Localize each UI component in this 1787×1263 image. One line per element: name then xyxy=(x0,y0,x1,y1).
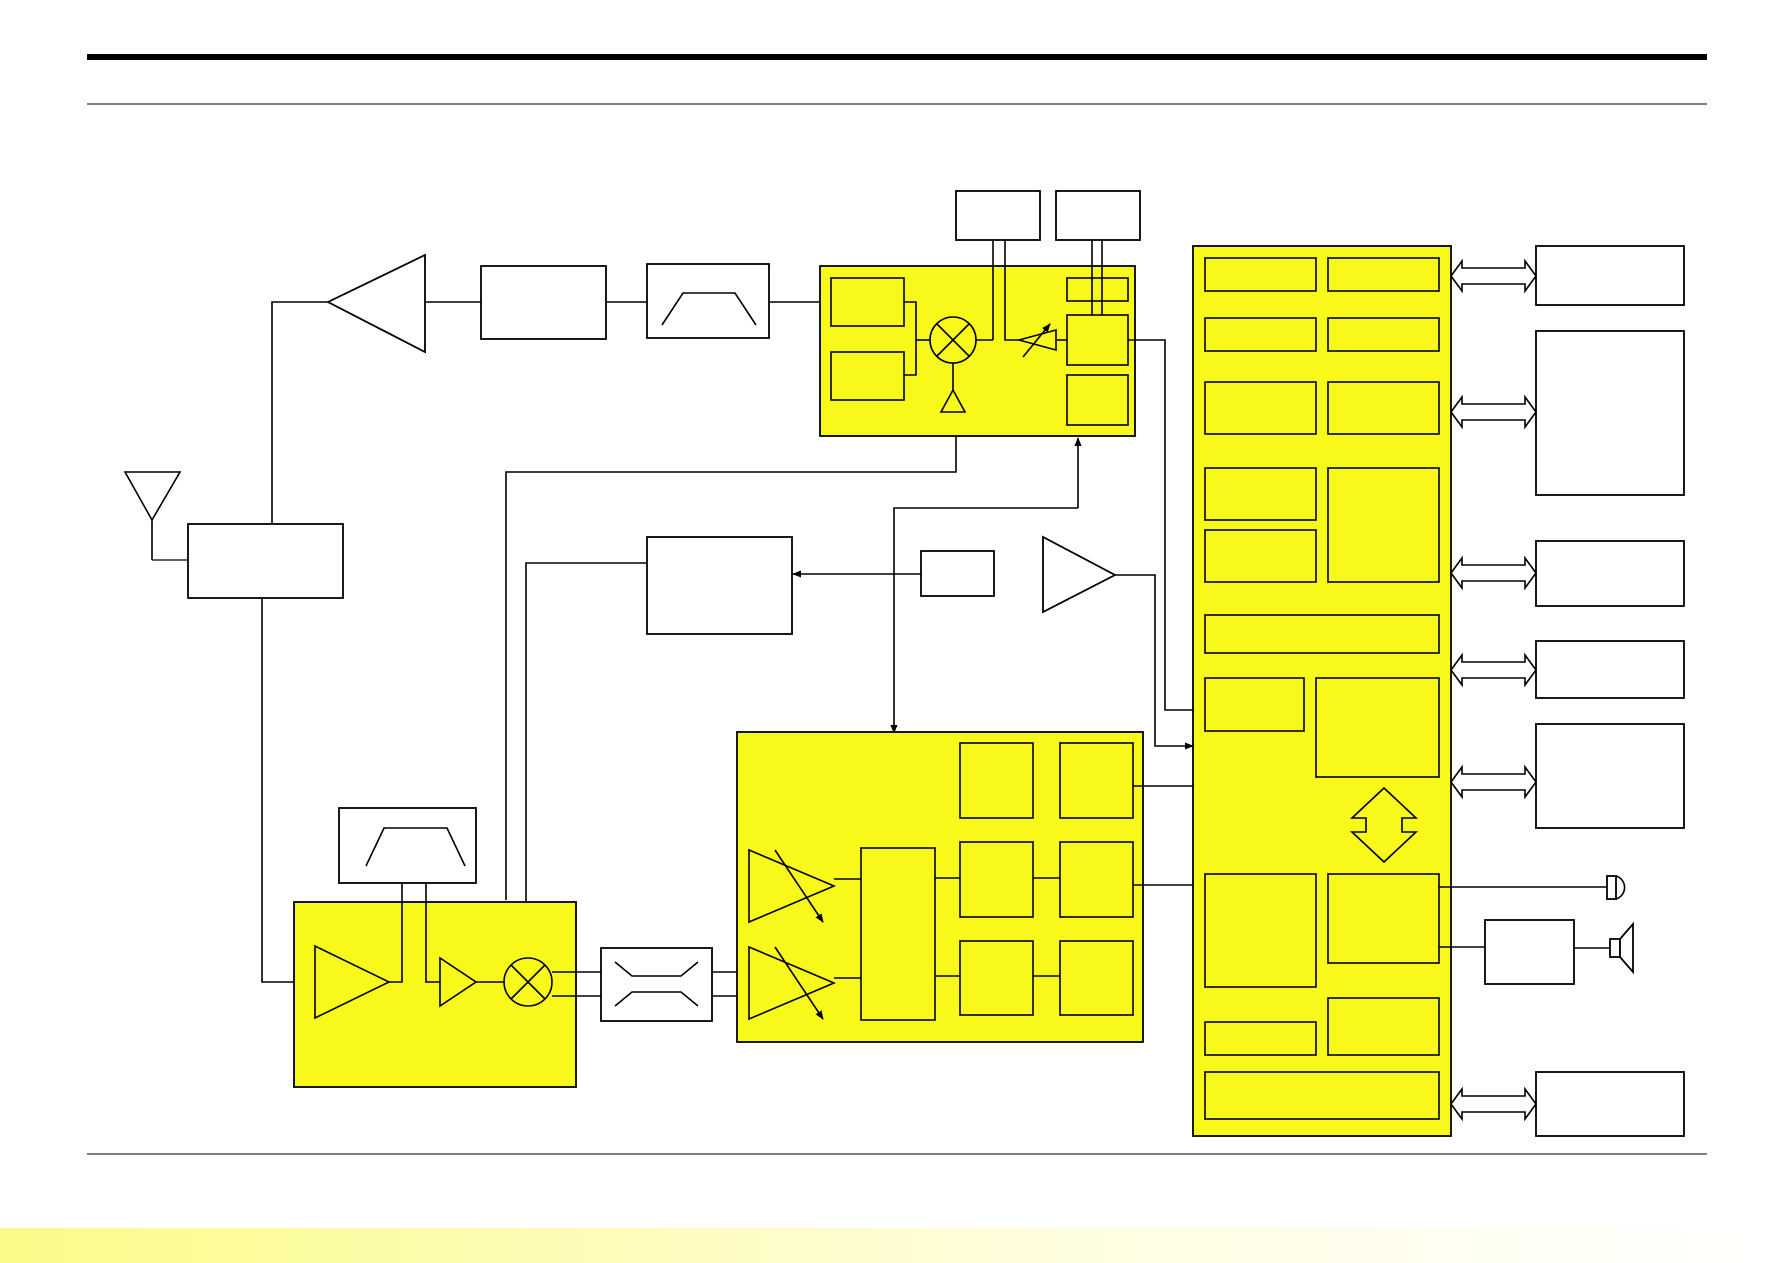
rx-filter-block-2 xyxy=(1059,841,1134,918)
amplifier-icon xyxy=(1042,535,1117,614)
processor-sub-block xyxy=(1204,467,1317,521)
bandpass-filter-icon xyxy=(661,292,757,326)
bidirectional-arrow-icon xyxy=(1450,258,1537,294)
tx-line-duplexer-pa xyxy=(271,301,328,524)
reference-oscillator-block-2 xyxy=(1055,190,1141,241)
speaker-icon xyxy=(1609,921,1634,975)
amplifier-icon xyxy=(325,253,426,354)
rx-baseband-block xyxy=(736,731,1144,1043)
rx-frontend-block xyxy=(293,883,577,1088)
bidirectional-arrow-icon xyxy=(1450,764,1537,800)
peripheral-block-1 xyxy=(1535,245,1685,306)
processor-sub-block xyxy=(1315,677,1440,778)
peripheral-block-5 xyxy=(1535,723,1685,829)
peripheral-block-2 xyxy=(1535,330,1685,496)
processor-wide-block xyxy=(1204,614,1440,654)
tx-i-block xyxy=(830,277,905,327)
processor-sub-block xyxy=(1204,317,1317,352)
processor-sub-block xyxy=(1327,317,1440,352)
amplifier-icon xyxy=(314,944,391,1020)
bandpass-filter-icon xyxy=(365,827,466,867)
bidirectional-arrow-icon xyxy=(1450,652,1537,688)
processor-sub-block xyxy=(1204,529,1317,583)
tx-modulator-block xyxy=(819,240,1136,437)
tx-bandpass-filter xyxy=(646,263,770,339)
peripheral-block-4 xyxy=(1535,640,1685,699)
tx-q-block xyxy=(830,351,905,401)
lo-line-tx-to-rx xyxy=(505,436,957,900)
if-filter-block xyxy=(600,947,713,1022)
variable-gain-amplifier-icon xyxy=(1015,323,1057,358)
rx-adc-block-2 xyxy=(1059,742,1134,819)
tcxo-block xyxy=(920,550,995,597)
microphone-icon xyxy=(1606,875,1626,900)
control-bus-line xyxy=(890,507,1078,734)
processor-sub-block xyxy=(1204,1021,1317,1056)
processor-sub-block xyxy=(1327,467,1440,583)
synth-to-rx-mixer-line xyxy=(522,562,647,918)
mixer-icon xyxy=(503,957,553,1007)
baseband-processor-block xyxy=(1192,245,1452,1137)
amplifier-icon xyxy=(439,956,478,1008)
processor-sub-block xyxy=(1204,677,1305,732)
footer-band xyxy=(0,1228,1787,1263)
variable-gain-amplifier-icon xyxy=(748,945,837,1021)
rx-filter-block-3 xyxy=(959,940,1034,1016)
tx-pll-mid-block xyxy=(1066,314,1129,366)
variable-gain-amplifier-icon xyxy=(748,848,837,924)
tx-pll-top-block xyxy=(1066,277,1129,302)
processor-sub-block xyxy=(1204,381,1317,435)
reference-oscillator-block-1 xyxy=(955,190,1041,241)
tx-pll-low-block xyxy=(1066,374,1129,426)
rx-bandpass-filter xyxy=(338,807,477,884)
processor-sub-block xyxy=(1204,257,1317,292)
duplexer-block xyxy=(187,523,344,599)
rx-filter-block-4 xyxy=(1059,940,1134,1016)
bidirectional-arrow-icon xyxy=(1450,394,1537,430)
processor-sub-block xyxy=(1327,381,1440,435)
rx-filter-block-1 xyxy=(959,841,1034,918)
bidirectional-arrow-icon xyxy=(1450,555,1537,591)
amp-to-processor-line xyxy=(1115,574,1194,750)
processor-wide-block xyxy=(1204,1071,1440,1120)
tx-line-to-processor xyxy=(1128,339,1205,711)
demodulator-block xyxy=(860,847,936,1021)
rx-adc-block-1 xyxy=(959,742,1034,819)
tx-lo-buffer-icon xyxy=(939,388,967,413)
peripheral-block-3 xyxy=(1535,540,1685,607)
processor-sub-block xyxy=(1327,257,1440,292)
processor-sub-block xyxy=(1327,997,1440,1056)
synthesizer-block xyxy=(646,536,793,635)
bidirectional-arrow-icon xyxy=(1450,1086,1537,1122)
tx-driver-block xyxy=(480,265,607,340)
processor-sub-block xyxy=(1204,873,1317,988)
audio-amplifier-block xyxy=(1484,919,1575,985)
audio-codec-block xyxy=(1327,873,1440,964)
bidirectional-arrow-icon xyxy=(1349,786,1419,864)
peripheral-block-6 xyxy=(1535,1071,1685,1137)
